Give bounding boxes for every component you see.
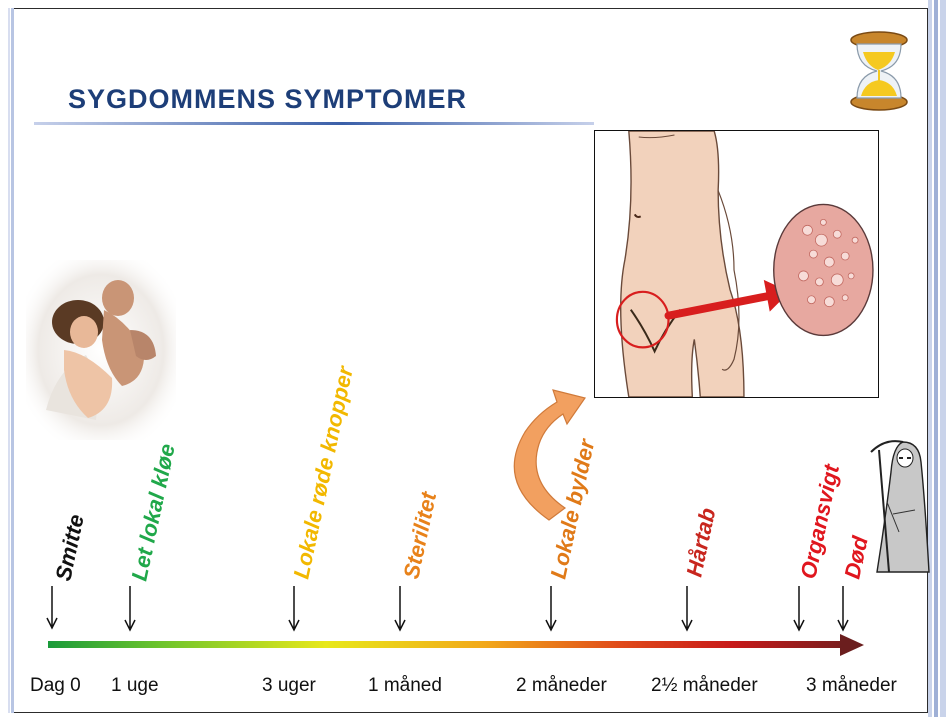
tick-2-maaneder: 2 måneder — [516, 675, 607, 697]
event-arrow-bylder — [546, 586, 556, 630]
symptom-smitte: Smitte — [50, 512, 88, 583]
symptom-sterilitet: Sterilitet — [398, 488, 441, 581]
event-arrow-knopper — [289, 586, 299, 630]
tick-2-halv-maaneder: 2½ måneder — [651, 675, 758, 697]
timeline-ticks: Dag 0 1 uge 3 uger 1 måned 2 måneder 2½ … — [0, 675, 946, 705]
symptom-lokale-roede-knopper: Lokale røde knopper — [288, 363, 358, 581]
symptom-organsvigt: Organsvigt — [795, 461, 844, 581]
symptom-let-lokal-kloe: Let lokal kløe — [126, 441, 179, 583]
event-arrow-organsvigt — [794, 586, 804, 630]
tick-3-uger: 3 uger — [262, 675, 316, 697]
event-arrow-doed — [838, 586, 848, 630]
event-arrow-kloe — [125, 586, 135, 630]
tick-dag-0: Dag 0 — [30, 675, 81, 697]
symptom-doed: Død — [839, 533, 872, 581]
symptom-haartab: Hårtab — [681, 506, 720, 579]
event-arrow-sterilitet — [395, 586, 405, 630]
symptom-label-layer: Smitte Let lokal kløe Lokale røde knoppe… — [50, 363, 872, 583]
timeline-arrowhead — [840, 634, 864, 656]
tick-1-maaned: 1 måned — [368, 675, 442, 697]
tick-1-uge: 1 uge — [111, 675, 159, 697]
timeline-bar — [48, 641, 843, 648]
tick-3-maaneder: 3 måneder — [806, 675, 897, 697]
timeline — [0, 580, 946, 660]
event-arrows — [47, 586, 848, 630]
event-arrow-smitte — [47, 586, 57, 628]
event-arrow-haartab — [682, 586, 692, 630]
symptom-lokale-bylder: Lokale bylder — [545, 436, 599, 581]
